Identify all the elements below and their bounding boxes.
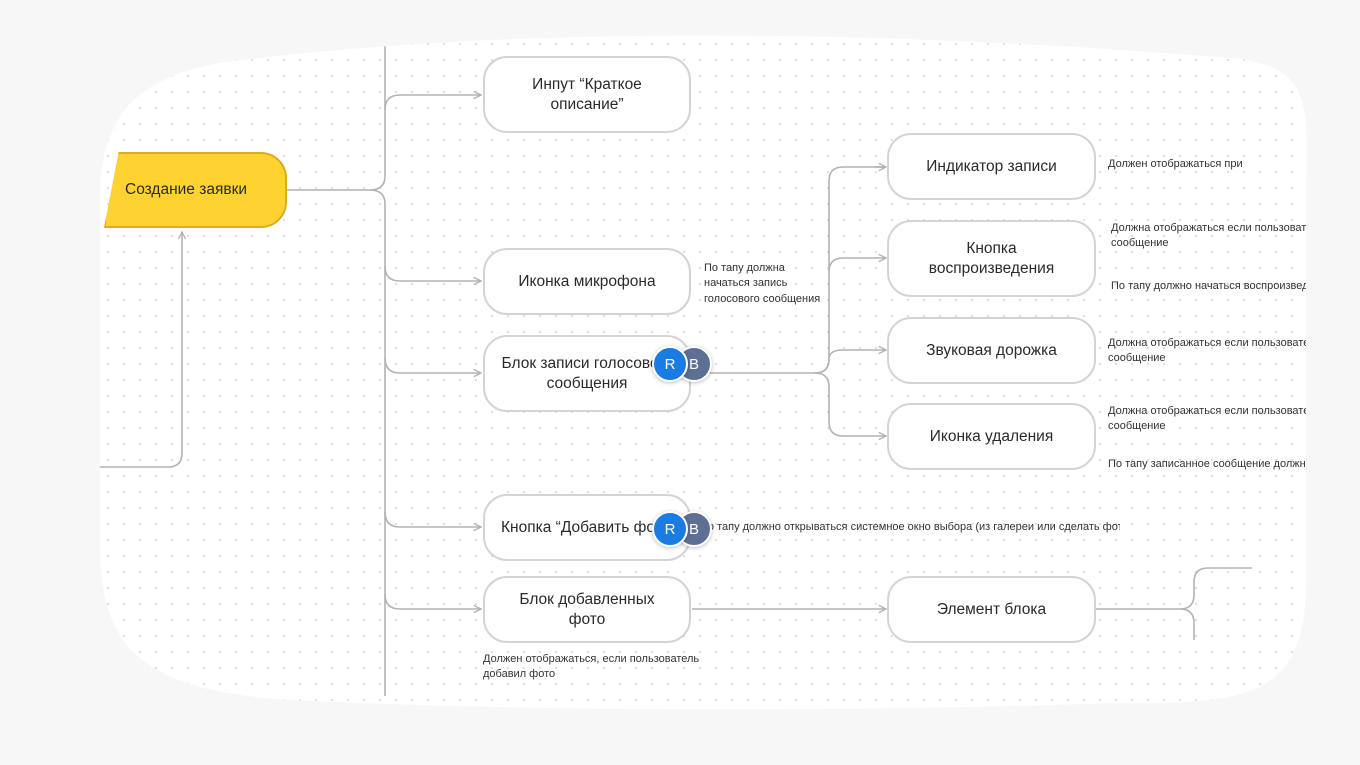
edge-to-voice-block [385,358,481,373]
node-short-description-input[interactable]: Инпут “Краткое описание” [483,56,691,133]
edge-root-trunk [287,36,385,696]
edge-to-short-description [385,95,481,110]
node-sound-track[interactable]: Звуковая дорожка [887,317,1096,384]
node-delete-icon[interactable]: Иконка удаления [887,403,1096,470]
root-node-create-request[interactable]: Создание заявки [104,152,287,228]
note-add-photo: По тапу должно открываться системное окн… [700,521,1120,533]
edge-to-added-photos [385,594,481,609]
edge-to-sound-track [815,350,886,373]
edge-to-play-button [829,258,886,272]
node-play-button[interactable]: Кнопка воспроизведения [887,220,1096,297]
avatar-r[interactable]: R [652,346,688,382]
node-added-photos-block[interactable]: Блок добавленных фото [483,576,691,643]
edge-to-delete-icon [815,373,886,436]
node-record-indicator[interactable]: Индикатор записи [887,133,1096,200]
avatar-r[interactable]: R [652,511,688,547]
note-microphone: По тапу должна начаться запись голосовог… [704,262,821,305]
avatars-add-photo[interactable]: R B [652,511,716,547]
edge-loop-to-root [100,232,182,467]
node-block-element[interactable]: Элемент блока [887,576,1096,643]
edge-block-element-out [1096,568,1252,640]
node-microphone-icon[interactable]: Иконка микрофона [483,248,691,315]
note-indicator: Должен отображаться при [1108,158,1243,170]
avatars-voice-block[interactable]: R B [652,346,716,382]
note-added-photos: Должен отображаться, если пользователь д… [483,653,700,681]
note-play-tap: По тапу должно начаться воспроизведение [1111,280,1333,292]
edge-to-microphone [385,266,481,281]
root-node-label: Создание заявки [125,181,248,198]
edge-to-add-photo [385,512,481,527]
